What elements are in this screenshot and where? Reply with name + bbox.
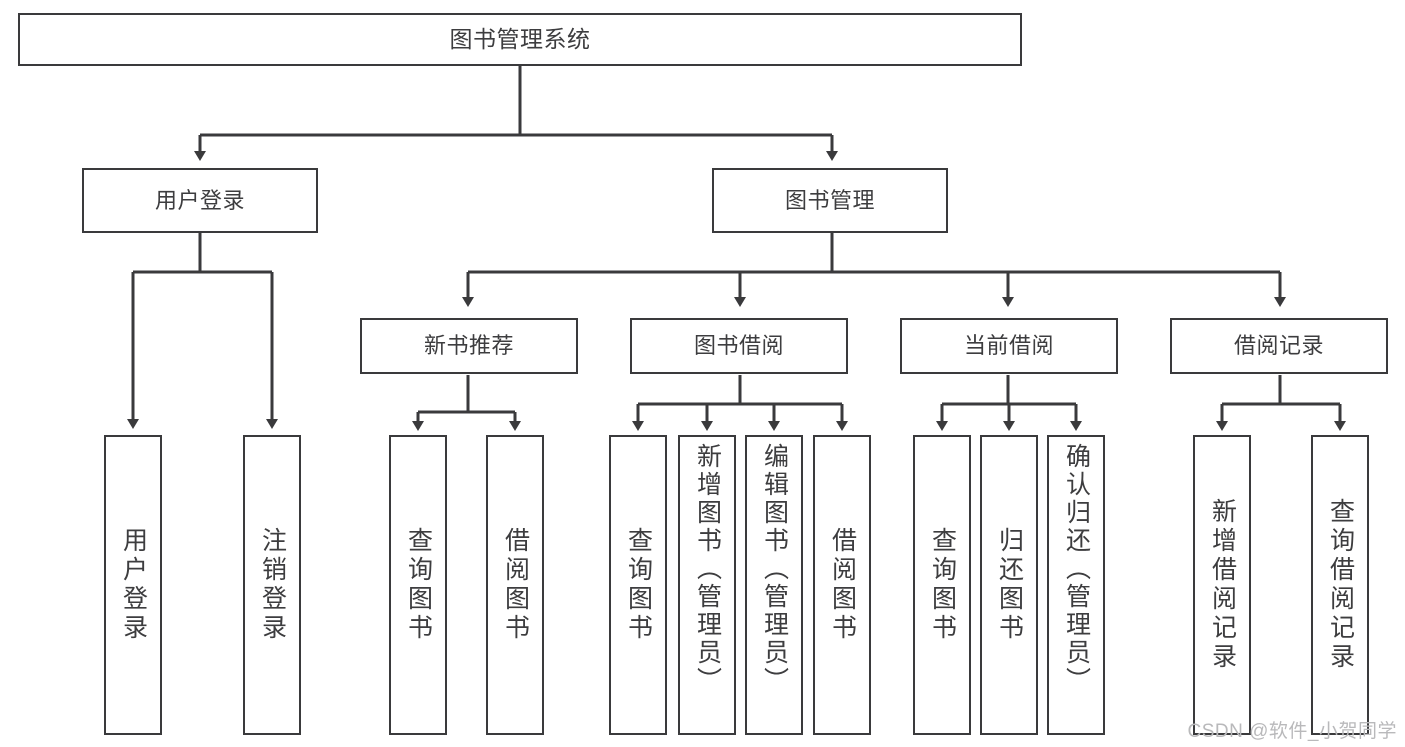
node-label: 借阅图书 — [828, 527, 857, 643]
node-label: 查询图书 — [928, 527, 957, 643]
node-label: 新书推荐 — [423, 333, 514, 359]
node-label: 图书管理 — [784, 187, 875, 213]
node-current-borrow[interactable]: 当前借阅 — [900, 318, 1118, 374]
node-label: 图书借阅 — [693, 333, 784, 359]
leaf-logout[interactable]: 注销登录 — [243, 435, 301, 735]
leaf-borrow-book-nb[interactable]: 借阅图书 — [486, 435, 544, 735]
leaf-add-borrow-record[interactable]: 新增借阅记录 — [1193, 435, 1251, 735]
node-book-borrow[interactable]: 图书借阅 — [630, 318, 848, 374]
node-label: 用户登录 — [119, 527, 148, 643]
node-label: 归还图书 — [995, 527, 1024, 643]
node-book-management[interactable]: 图书管理 — [712, 168, 948, 233]
leaf-add-book-admin[interactable]: 新增图书（管理员） — [678, 435, 736, 735]
leaf-query-book-nb[interactable]: 查询图书 — [389, 435, 447, 735]
leaf-query-book-bb[interactable]: 查询图书 — [609, 435, 667, 735]
node-borrow-record[interactable]: 借阅记录 — [1170, 318, 1388, 374]
leaf-query-borrow-record[interactable]: 查询借阅记录 — [1311, 435, 1369, 735]
node-label: 用户登录 — [154, 187, 245, 213]
node-label: 图书管理系统 — [449, 25, 591, 52]
node-label: 借阅图书 — [501, 527, 530, 643]
leaf-query-book-cb[interactable]: 查询图书 — [913, 435, 971, 735]
node-label: 新增借阅记录 — [1208, 498, 1237, 672]
node-label: 查询图书 — [404, 527, 433, 643]
watermark-text: CSDN @软件_小贺同学 — [1187, 721, 1397, 742]
node-label: 确认归还（管理员） — [1062, 443, 1091, 695]
node-label: 编辑图书（管理员） — [760, 443, 789, 695]
node-new-book-recommend[interactable]: 新书推荐 — [360, 318, 578, 374]
leaf-edit-book-admin[interactable]: 编辑图书（管理员） — [745, 435, 803, 735]
node-label: 新增图书（管理员） — [693, 443, 722, 695]
leaf-user-login[interactable]: 用户登录 — [104, 435, 162, 735]
node-root-system[interactable]: 图书管理系统 — [18, 13, 1022, 66]
leaf-confirm-return-admin[interactable]: 确认归还（管理员） — [1047, 435, 1105, 735]
node-label: 注销登录 — [258, 527, 287, 643]
node-label: 查询图书 — [624, 527, 653, 643]
node-label: 当前借阅 — [963, 333, 1054, 359]
node-label: 借阅记录 — [1233, 333, 1324, 359]
leaf-borrow-book-bb[interactable]: 借阅图书 — [813, 435, 871, 735]
leaf-return-book[interactable]: 归还图书 — [980, 435, 1038, 735]
node-label: 查询借阅记录 — [1326, 498, 1355, 672]
node-user-login[interactable]: 用户登录 — [82, 168, 318, 233]
